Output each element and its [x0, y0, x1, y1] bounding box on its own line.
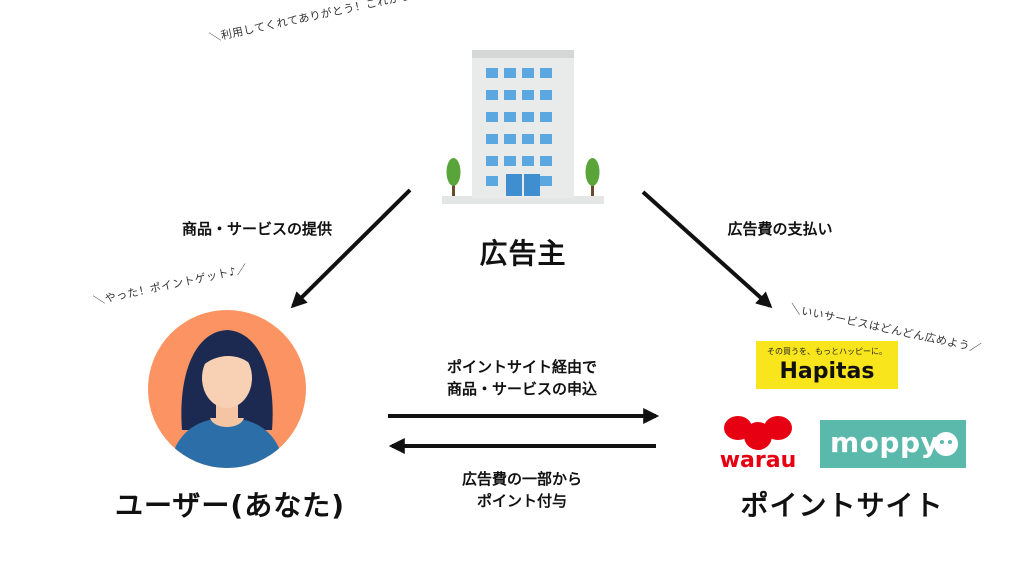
flow-label-reward-line2: ポイント付与 [476, 492, 567, 510]
flow-label-reward-line1: 広告費の一部から [461, 470, 582, 488]
moppy-logo: moppy [820, 420, 966, 468]
flow-label-apply-line1: ポイントサイト経由で [446, 358, 597, 376]
advertiser-label: 広告主 [479, 237, 567, 270]
user-label: ユーザー(あなた) [114, 489, 346, 522]
flow-label-reward: 広告費の一部から ポイント付与 [412, 468, 632, 512]
hapitas-logo: その買うを、もっとハッピーに。 Hapitas [756, 341, 898, 389]
flow-label-to-user: 商品・サービスの提供 [181, 220, 332, 238]
building-icon [442, 50, 604, 204]
flow-label-apply-line2: 商品・サービスの申込 [446, 380, 597, 398]
warau-mascot-icon [724, 416, 792, 450]
point-site-label: ポイントサイト [740, 489, 944, 522]
arrow-advertiser-to-site [641, 190, 773, 309]
moppy-brand: moppy [830, 426, 940, 459]
hapitas-brand: Hapitas [779, 359, 875, 384]
warau-brand: warau [719, 448, 797, 473]
moppy-mascot-icon [934, 432, 958, 456]
arrow-advertiser-to-user [290, 188, 412, 309]
flow-label-apply: ポイントサイト経由で 商品・サービスの申込 [412, 356, 632, 400]
flow-label-to-site: 広告費の支払い [727, 220, 833, 238]
user-avatar-icon [148, 310, 306, 468]
hapitas-tagline: その買うを、もっとハッピーに。 [767, 347, 887, 356]
